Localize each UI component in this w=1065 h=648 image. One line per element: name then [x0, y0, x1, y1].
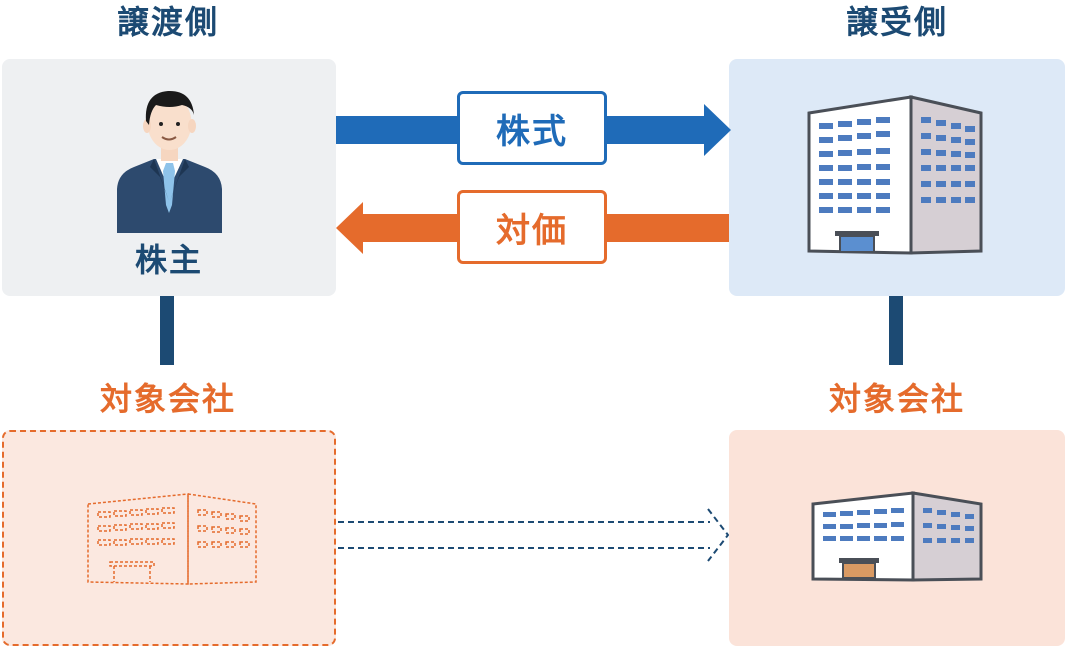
office-building-icon — [807, 93, 983, 259]
right-connector-line — [889, 296, 903, 365]
consideration-label: 対価 — [457, 190, 607, 264]
shareholder-box: 株主 — [2, 59, 336, 296]
acquirer-box — [729, 59, 1065, 296]
buyer-side-heading: 譲受側 — [845, 3, 948, 41]
left-connector-line — [160, 296, 174, 365]
businessman-icon — [112, 81, 227, 237]
shares-label: 株式 — [457, 91, 607, 165]
seller-side-heading: 譲渡側 — [116, 3, 219, 41]
shareholder-label: 株主 — [134, 241, 203, 279]
building-outline-icon — [84, 490, 260, 590]
ownership-transfer-arrow — [336, 505, 731, 565]
transferred-target-box — [2, 430, 336, 646]
left-target-heading: 対象会社 — [99, 380, 236, 418]
office-building-icon — [811, 490, 983, 586]
right-target-heading: 対象会社 — [828, 380, 965, 418]
acquired-target-box — [729, 430, 1065, 646]
